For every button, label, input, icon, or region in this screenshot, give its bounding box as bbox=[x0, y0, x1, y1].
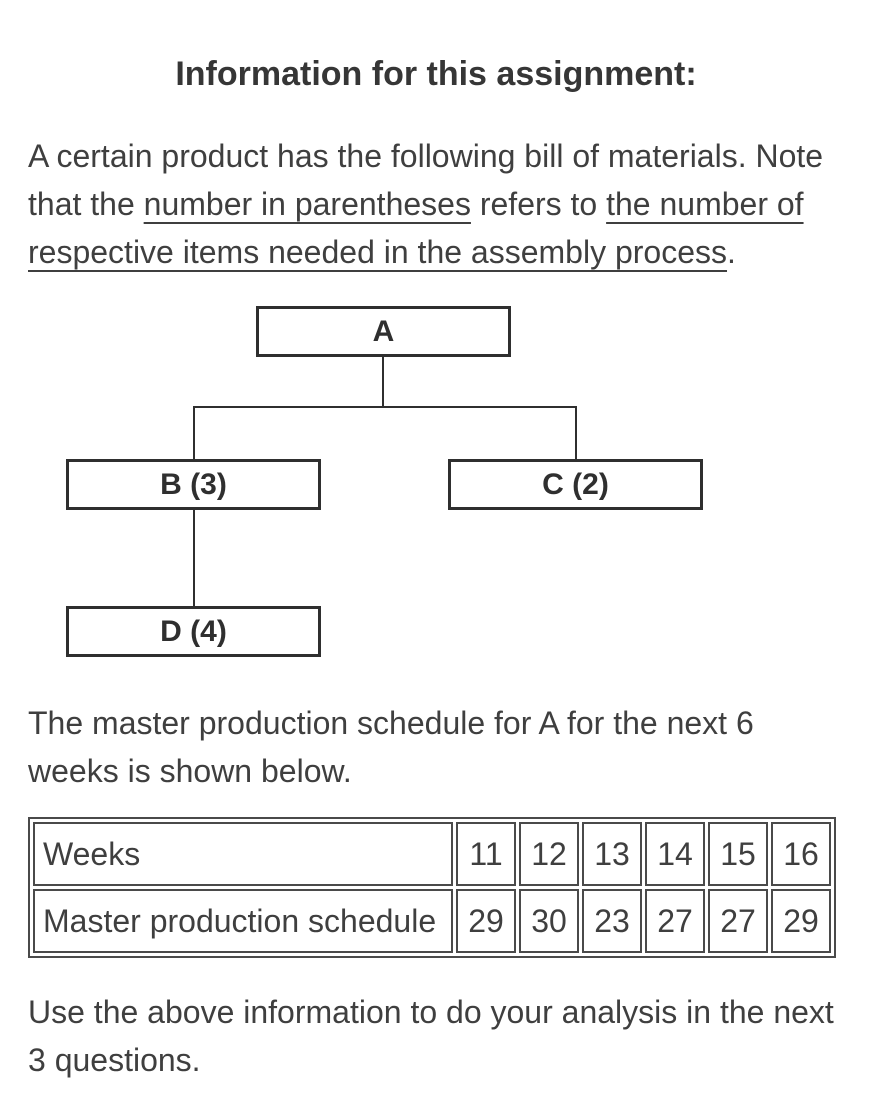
week-cell: 11 bbox=[456, 822, 516, 886]
bom-diagram: A B (3) C (2) D (4) bbox=[28, 306, 844, 659]
week-cell: 16 bbox=[771, 822, 831, 886]
connector-b-drop bbox=[193, 408, 195, 459]
page-title: Information for this assignment: bbox=[175, 55, 697, 93]
week-cell: 15 bbox=[708, 822, 768, 886]
mps-table: Weeks 11 12 13 14 15 16 Master productio… bbox=[28, 817, 836, 958]
mps-value-cell: 29 bbox=[771, 889, 831, 953]
bom-node-c: C (2) bbox=[448, 459, 703, 510]
mps-intro-paragraph: The master production schedule for A for… bbox=[28, 705, 754, 789]
mps-value-cell: 27 bbox=[708, 889, 768, 953]
week-cell: 14 bbox=[645, 822, 705, 886]
connector-c-drop bbox=[575, 408, 577, 459]
intro-text-pre: A certain product has the following bill… bbox=[28, 138, 824, 222]
connector-b-to-d bbox=[193, 510, 195, 606]
connector-horizontal bbox=[193, 406, 577, 408]
mps-value-cell: 30 bbox=[519, 889, 579, 953]
bom-node-d: D (4) bbox=[66, 606, 321, 657]
week-cell: 12 bbox=[519, 822, 579, 886]
mps-value-cell: 27 bbox=[645, 889, 705, 953]
mps-value-cell: 29 bbox=[456, 889, 516, 953]
outro-paragraph: Use the above information to do your ana… bbox=[28, 994, 834, 1078]
table-row-weeks: Weeks 11 12 13 14 15 16 bbox=[33, 822, 831, 886]
connector-a-down bbox=[382, 357, 384, 408]
bom-node-b: B (3) bbox=[66, 459, 321, 510]
row-header-mps: Master production schedule bbox=[33, 889, 453, 953]
intro-text-post: . bbox=[727, 234, 736, 270]
mps-value-cell: 23 bbox=[582, 889, 642, 953]
row-header-weeks: Weeks bbox=[33, 822, 453, 886]
intro-paragraph: A certain product has the following bill… bbox=[28, 132, 844, 276]
table-row-mps: Master production schedule 29 30 23 27 2… bbox=[33, 889, 831, 953]
intro-underlined-2: the number of respective items needed in… bbox=[28, 186, 804, 270]
intro-text-mid: refers to bbox=[470, 186, 607, 222]
week-cell: 13 bbox=[582, 822, 642, 886]
intro-underlined-1: number in parentheses bbox=[143, 186, 471, 222]
bom-node-a: A bbox=[256, 306, 511, 357]
